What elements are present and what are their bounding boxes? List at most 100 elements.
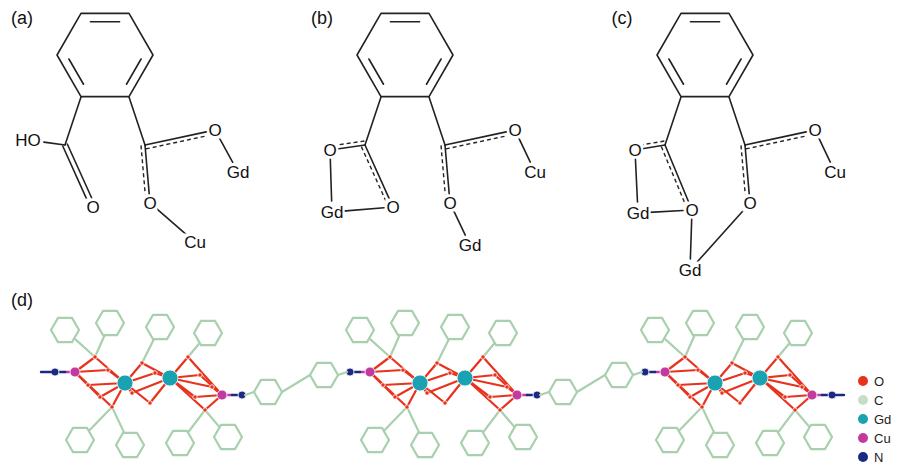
single-bond	[343, 208, 384, 211]
oxygen-atom	[210, 385, 214, 389]
carboxyl-bond	[390, 336, 399, 357]
ring-double-bond	[90, 21, 119, 23]
delocalized-bond-dash	[741, 145, 745, 194]
phenyl-ring	[736, 315, 764, 339]
phenyl-ring	[361, 428, 389, 452]
chain-stub	[835, 394, 844, 396]
metal-oxygen-bond	[370, 372, 407, 407]
benzene-ring	[57, 13, 153, 96]
atom-label: O	[807, 122, 822, 139]
oxygen-atom	[130, 391, 134, 395]
legend-text: Cu	[874, 432, 891, 445]
bipyridine-bond	[245, 392, 254, 395]
phenyl-ring	[116, 433, 144, 457]
carboxyl-bond	[778, 410, 795, 432]
delocalized-bond	[365, 145, 389, 199]
ring-double-bond	[369, 59, 384, 84]
oxygen-atom	[481, 355, 485, 359]
single-bond	[365, 97, 381, 145]
single-bond	[429, 97, 445, 145]
delocalized-bond	[665, 145, 689, 202]
single-bond	[454, 211, 465, 235]
oxygen-atom	[425, 391, 429, 395]
phenyl-ring	[66, 428, 94, 452]
oxygen-atom	[776, 355, 780, 359]
atom-label: Gd	[458, 237, 483, 254]
carboxyl-bond	[95, 336, 104, 357]
oxygen-atom	[738, 401, 742, 405]
oxygen-atom	[381, 383, 385, 387]
oxygen-atom	[98, 395, 102, 399]
carboxyl-bond	[188, 410, 205, 432]
oxygen-atom	[401, 368, 405, 372]
oxygen-atom	[198, 373, 202, 377]
phenyl-ring	[489, 321, 517, 345]
atom-label: O	[442, 195, 457, 212]
delocalized-bond-dash	[141, 145, 145, 194]
delocalized-bond-dash	[661, 147, 685, 204]
oxygen-atom	[783, 395, 787, 399]
oxygen-atom	[93, 355, 97, 359]
oxygen-atom	[86, 383, 90, 387]
single-bond	[157, 209, 187, 235]
atom-label: O	[207, 122, 222, 139]
carboxyl-bond	[732, 340, 744, 363]
legend-swatch	[858, 433, 868, 443]
single-bond	[690, 219, 691, 259]
oxygen-atom	[153, 371, 157, 375]
legend-row: O	[858, 373, 884, 389]
carboxyl-bond	[685, 336, 694, 357]
single-bond	[44, 142, 65, 145]
atom-label: O	[742, 195, 757, 212]
oxygen-atom	[793, 408, 797, 412]
phenyl-ring	[784, 321, 812, 345]
oxygen-atom	[148, 401, 152, 405]
copper-atom	[660, 367, 670, 377]
legend-row: Gd	[858, 411, 891, 427]
oxygen-atom	[388, 355, 392, 359]
carboxyl-bond	[407, 407, 419, 432]
bipyridine-bond	[577, 375, 605, 392]
single-bond	[819, 138, 830, 162]
oxygen-atom	[140, 361, 144, 365]
oxygen-atom	[110, 405, 114, 409]
phenyl-ring	[146, 315, 174, 339]
metal-oxygen-bond	[665, 372, 702, 407]
atom-label: O	[85, 199, 100, 216]
legend-text: Gd	[874, 413, 891, 426]
copper-atom	[512, 390, 522, 400]
carboxyl-bond	[702, 407, 714, 432]
phenyl-ring	[656, 428, 684, 452]
legend-swatch	[858, 452, 868, 462]
delocalized-bond-dash	[146, 136, 207, 149]
single-bond	[129, 97, 145, 145]
metal-oxygen-bond	[75, 372, 112, 407]
atom-label: Gd	[320, 204, 345, 221]
carboxyl-bond	[795, 410, 809, 426]
gadolinium-atom	[752, 370, 768, 386]
copper-atom	[365, 367, 375, 377]
carboxyl-bond	[90, 407, 112, 430]
atom-label: Gd	[678, 262, 703, 279]
atom-label: Gd	[626, 205, 651, 222]
phenyl-ring	[194, 321, 222, 345]
delocalized-bond-dash	[746, 136, 807, 149]
pyridine-ring	[605, 363, 633, 387]
phenyl-ring	[411, 433, 439, 457]
delocalized-bond	[145, 145, 149, 194]
oxygen-atom	[743, 371, 747, 375]
legend-row: N	[858, 449, 883, 465]
copper-atom	[70, 367, 80, 377]
legend-swatch	[858, 376, 868, 386]
phenyl-ring	[706, 433, 734, 457]
ring-double-bond	[690, 21, 719, 23]
carboxyl-bond	[205, 410, 219, 426]
delocalized-bond-dash	[643, 141, 664, 145]
phenyl-ring	[214, 425, 242, 449]
ring-double-bond	[669, 59, 684, 84]
carboxyl-bond	[370, 339, 390, 357]
atom-label: O	[507, 122, 522, 139]
carboxyl-bond	[437, 340, 449, 363]
